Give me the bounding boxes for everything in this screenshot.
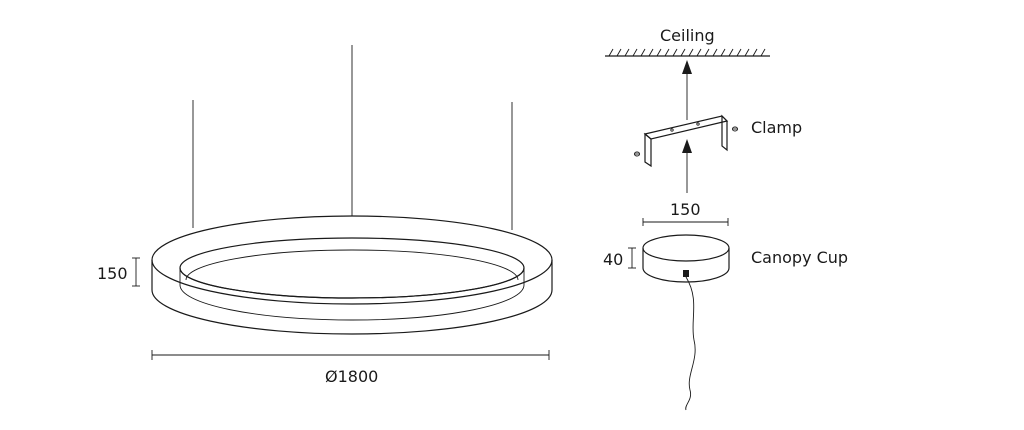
- ring-height-dimension: 150: [97, 257, 140, 287]
- ring-height-label: 150: [97, 264, 128, 283]
- canopy-top: [642, 234, 730, 262]
- ring-inner-lip-1: [179, 267, 525, 299]
- canopy-cup-label: Canopy Cup: [751, 248, 848, 267]
- mount-arrow-upper: [682, 60, 692, 120]
- ring-bottom-outer-edge: [151, 289, 553, 335]
- ceiling-hatching: [608, 48, 766, 57]
- diameter-label: Ø1800: [325, 367, 378, 386]
- mount-arrow-lower: [682, 139, 692, 193]
- clamp-left-leg: [644, 132, 652, 168]
- canopy-height-label: 40: [603, 250, 623, 269]
- ring-diameter-dimension: Ø1800: [151, 350, 550, 386]
- screw-icon: [731, 126, 739, 132]
- ring-diffuser-edge: [185, 249, 519, 281]
- canopy-cup: Canopy Cup: [642, 234, 848, 283]
- clamp-bracket: Clamp: [633, 114, 802, 168]
- ring-luminaire: [151, 215, 553, 335]
- clamp-spacing-dimension: 150: [642, 200, 729, 226]
- clamp-right-leg: [721, 114, 728, 152]
- power-cable: [685, 276, 696, 411]
- clamp-top-bar: [643, 115, 729, 140]
- arrow-up-icon: [682, 60, 692, 74]
- clamp-spacing-label: 150: [670, 200, 701, 219]
- canopy-height-dimension: 40: [603, 247, 636, 269]
- arrow-up-icon: [682, 139, 692, 153]
- screw-icon: [633, 151, 641, 157]
- cable-gland: [683, 270, 689, 277]
- ring-inner-lip-2: [179, 284, 525, 321]
- ring-top-outer-edge: [151, 215, 553, 305]
- ceiling: Ceiling: [605, 26, 770, 57]
- clamp-label: Clamp: [751, 118, 802, 137]
- ceiling-label: Ceiling: [660, 26, 715, 45]
- suspension-cables: [192, 45, 513, 230]
- canopy-bottom: [642, 267, 730, 283]
